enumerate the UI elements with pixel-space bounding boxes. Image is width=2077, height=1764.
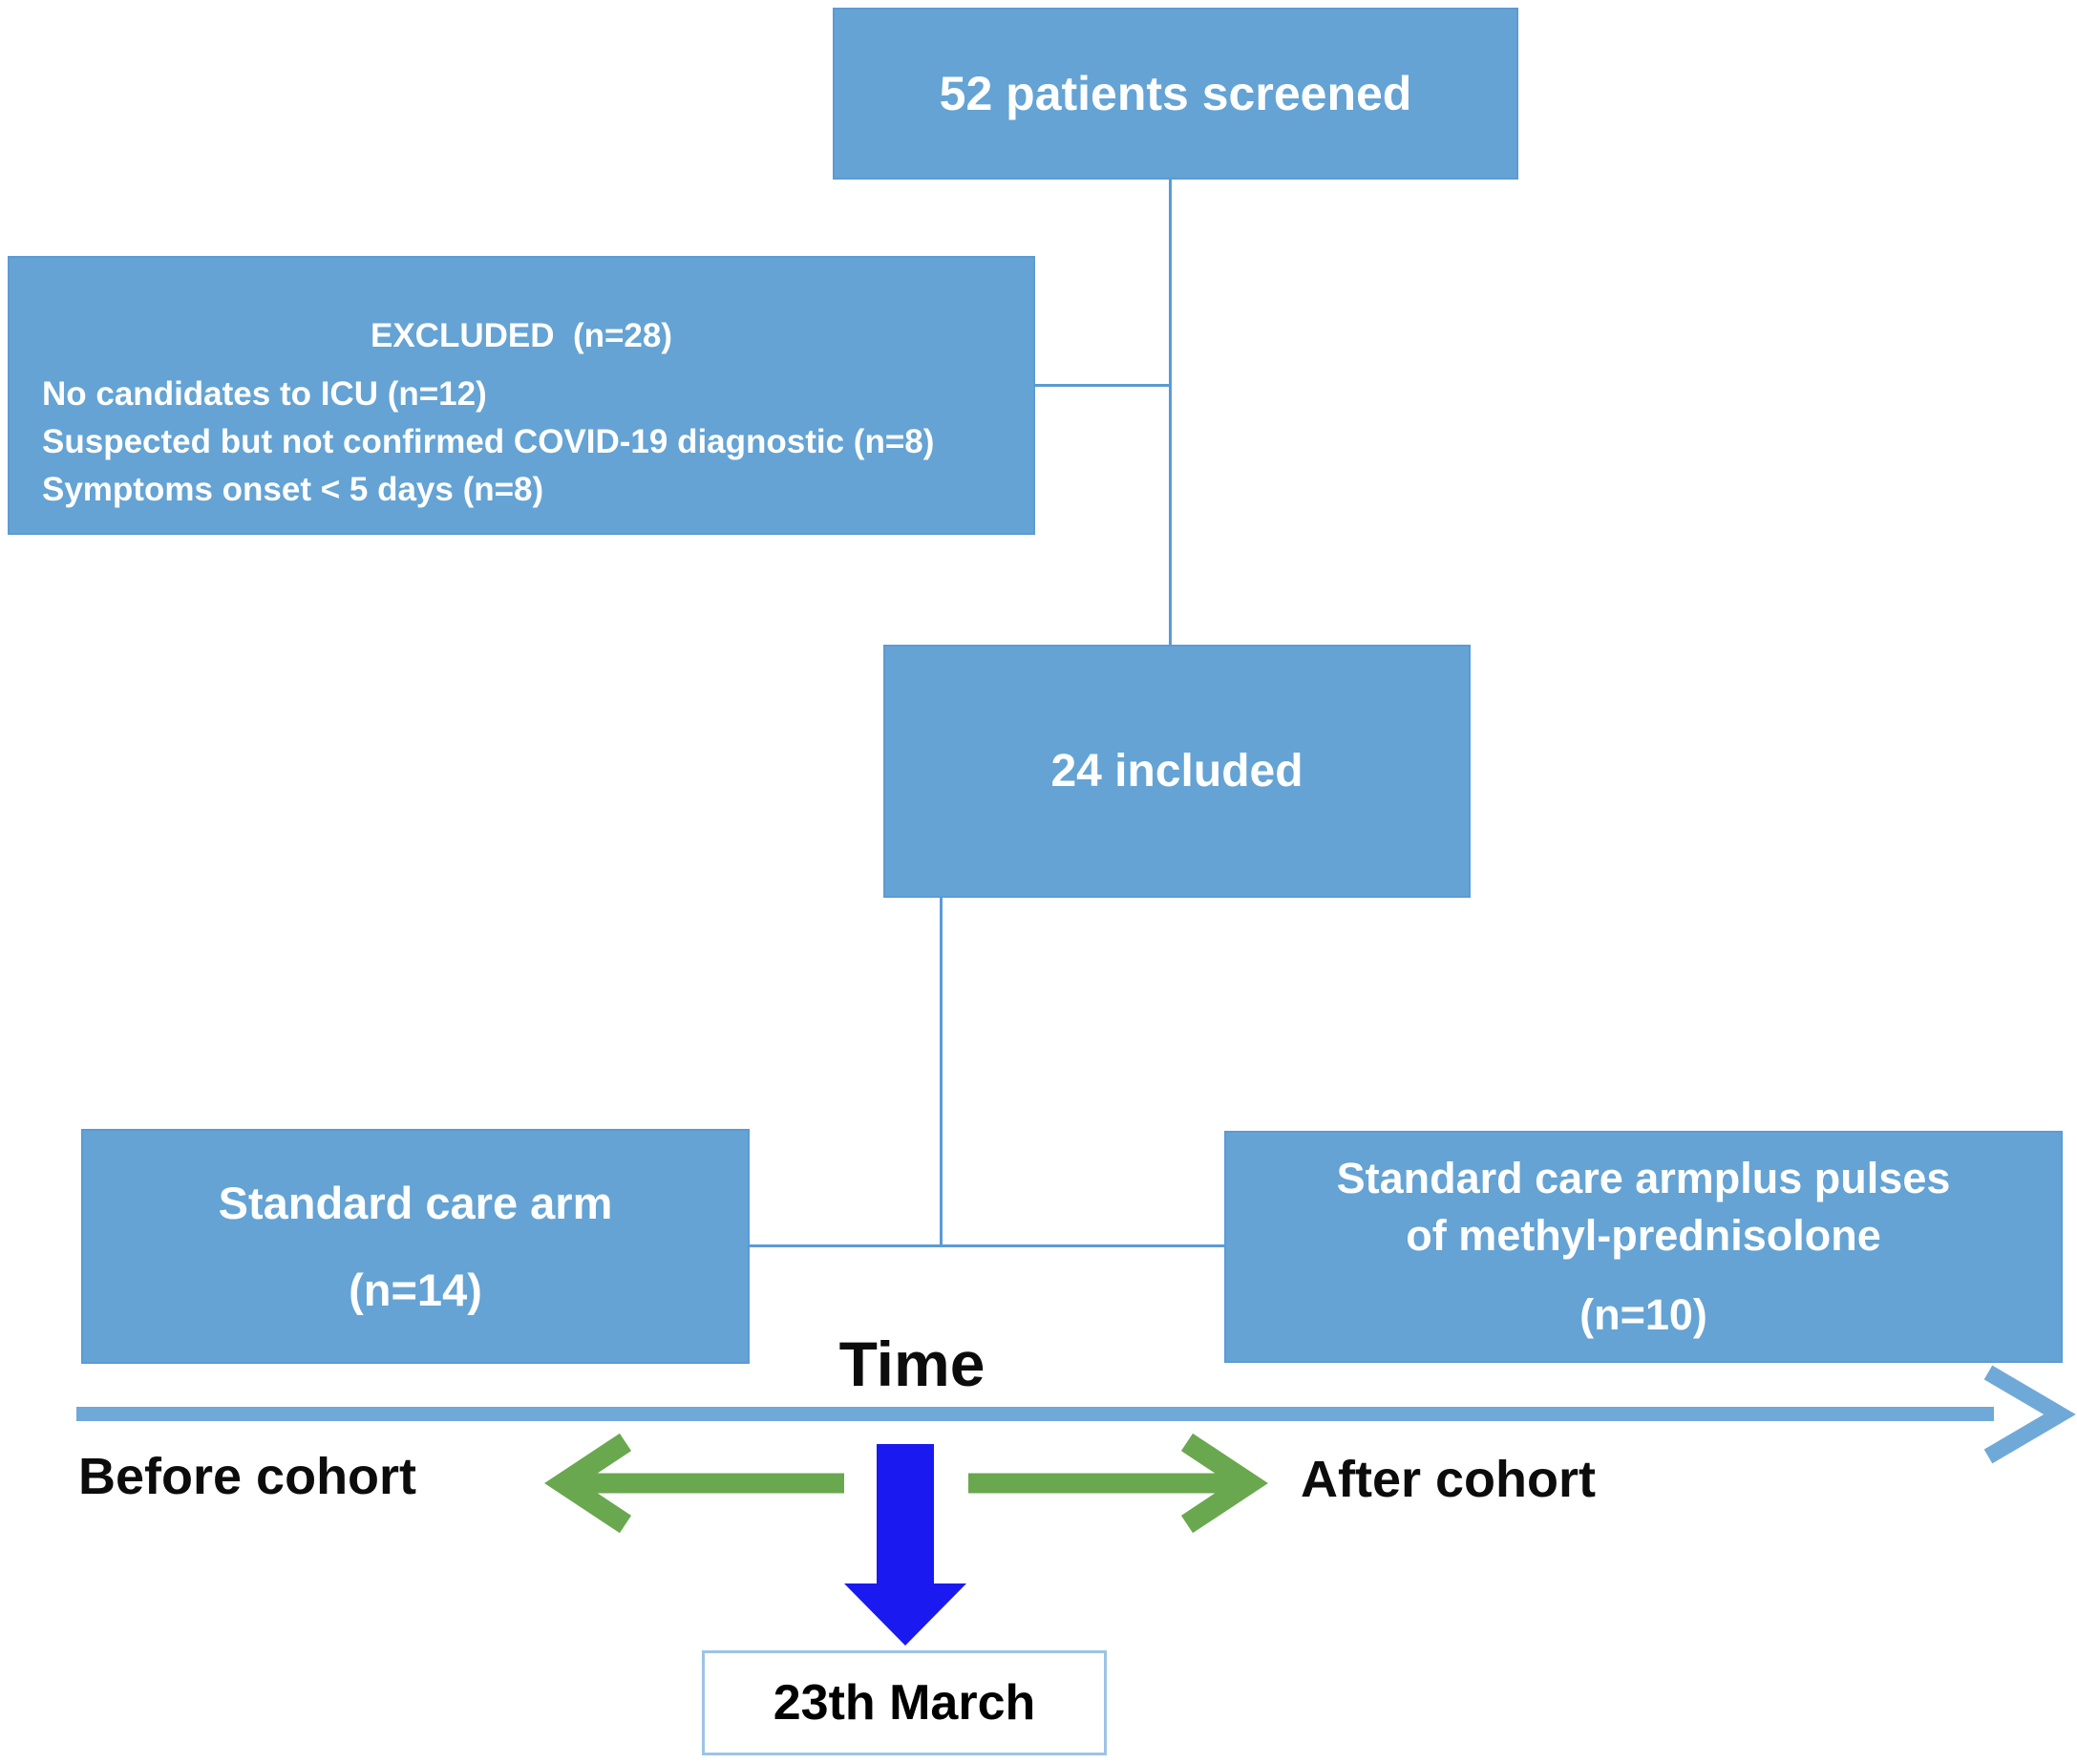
pulses-arm-n: (n=10)	[1579, 1290, 1707, 1340]
pulses-arm-label-line1: Standard care armplus pulses	[1336, 1154, 1951, 1203]
excluded-box-title: EXCLUDED (n=28)	[370, 317, 673, 354]
connector-included-to-arms	[940, 898, 943, 1247]
connector-screened-to-included	[1169, 180, 1172, 645]
after-cohort-arrow-icon	[968, 1433, 1268, 1534]
time-axis-arrow-icon	[76, 1365, 2076, 1464]
excluded-box: EXCLUDED (n=28) No candidates to ICU (n=…	[8, 256, 1035, 535]
excluded-reason-1: No candidates to ICU (n=12)	[42, 375, 487, 413]
march-date-label: 23th March	[773, 1675, 1036, 1731]
standard-care-arm-n: (n=14)	[349, 1265, 482, 1315]
screened-box-label: 52 patients screened	[939, 67, 1412, 120]
standard-care-arm-box: Standard care arm (n=14)	[81, 1129, 750, 1364]
included-box: 24 included	[883, 645, 1471, 898]
before-cohort-arrow-icon	[544, 1433, 844, 1534]
after-cohort-label: After cohort	[1301, 1451, 1596, 1508]
excluded-reason-3: Symptoms onset < 5 days (n=8)	[42, 471, 544, 508]
march-date-box: 23th March	[702, 1650, 1107, 1755]
pulses-arm-box: Standard care armplus pulses of methyl-p…	[1224, 1131, 2063, 1363]
pulses-arm-label-line2: of methyl-prednisolone	[1406, 1210, 1881, 1260]
included-box-label: 24 included	[1050, 746, 1303, 797]
connector-arms-horizontal	[750, 1244, 1224, 1247]
time-axis-label: Time	[838, 1328, 986, 1399]
screened-box: 52 patients screened	[833, 8, 1518, 180]
standard-care-arm-label: Standard care arm	[218, 1178, 613, 1228]
excluded-reason-2: Suspected but not confirmed COVID-19 dia…	[42, 423, 935, 460]
date-marker-arrow-icon	[844, 1444, 966, 1646]
before-cohort-label: Before cohort	[78, 1448, 417, 1505]
connector-excluded-branch	[1035, 384, 1170, 387]
